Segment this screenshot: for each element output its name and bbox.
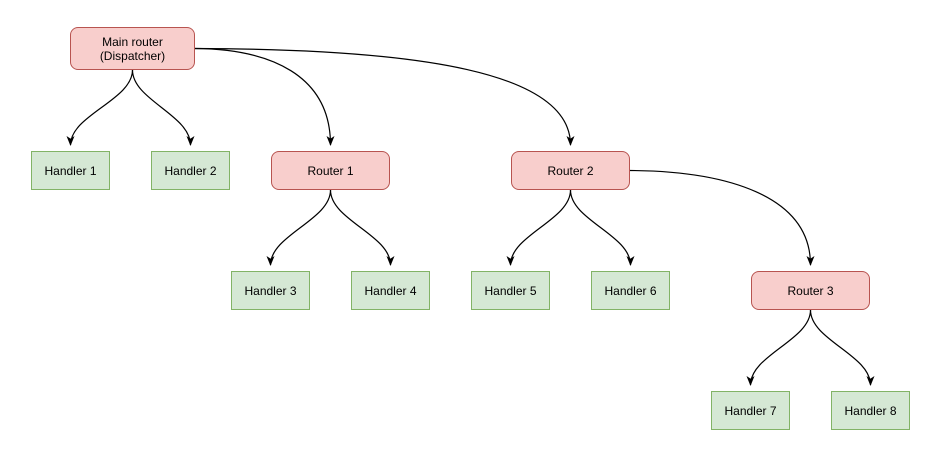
edge-router-3-to-handler-7	[746, 309, 812, 386]
node-label-handler-5: Handler 5	[484, 283, 537, 298]
node-label-handler-2: Handler 2	[164, 163, 217, 178]
node-label-handler-7: Handler 7	[724, 403, 777, 418]
node-handler-1[interactable]: Handler 1	[31, 151, 110, 190]
node-router-3[interactable]: Router 3	[751, 271, 870, 310]
edge-router-2-to-handler-5	[506, 189, 572, 266]
node-router-1[interactable]: Router 1	[271, 151, 390, 190]
node-label-handler-1: Handler 1	[44, 163, 97, 178]
node-main-router[interactable]: Main router (Dispatcher)	[70, 27, 195, 70]
edge-main-to-handler-2	[131, 69, 195, 146]
node-router-2[interactable]: Router 2	[511, 151, 630, 190]
node-handler-3[interactable]: Handler 3	[231, 271, 310, 310]
node-handler-2[interactable]: Handler 2	[151, 151, 230, 190]
node-label-router-3: Router 3	[787, 283, 834, 298]
edges-group	[66, 47, 875, 386]
node-label-router-2: Router 2	[547, 163, 594, 178]
edge-router-2-to-router-3	[629, 169, 815, 266]
node-label-main-router: Main router (Dispatcher)	[99, 34, 166, 63]
edge-main-to-router-2	[194, 47, 575, 146]
node-label-handler-8: Handler 8	[844, 403, 897, 418]
node-handler-6[interactable]: Handler 6	[591, 271, 670, 310]
node-label-handler-4: Handler 4	[364, 283, 417, 298]
node-label-router-1: Router 1	[307, 163, 354, 178]
node-handler-8[interactable]: Handler 8	[831, 391, 910, 430]
edge-router-2-to-handler-6	[569, 189, 635, 266]
edge-main-to-router-1	[194, 47, 335, 146]
node-handler-7[interactable]: Handler 7	[711, 391, 790, 430]
node-handler-4[interactable]: Handler 4	[351, 271, 430, 310]
edge-router-3-to-handler-8	[809, 309, 875, 386]
node-handler-5[interactable]: Handler 5	[471, 271, 550, 310]
edge-main-to-handler-1	[66, 69, 134, 146]
edge-router-1-to-handler-3	[266, 189, 332, 266]
edge-router-1-to-handler-4	[329, 189, 395, 266]
node-label-handler-6: Handler 6	[604, 283, 657, 298]
node-label-handler-3: Handler 3	[244, 283, 297, 298]
